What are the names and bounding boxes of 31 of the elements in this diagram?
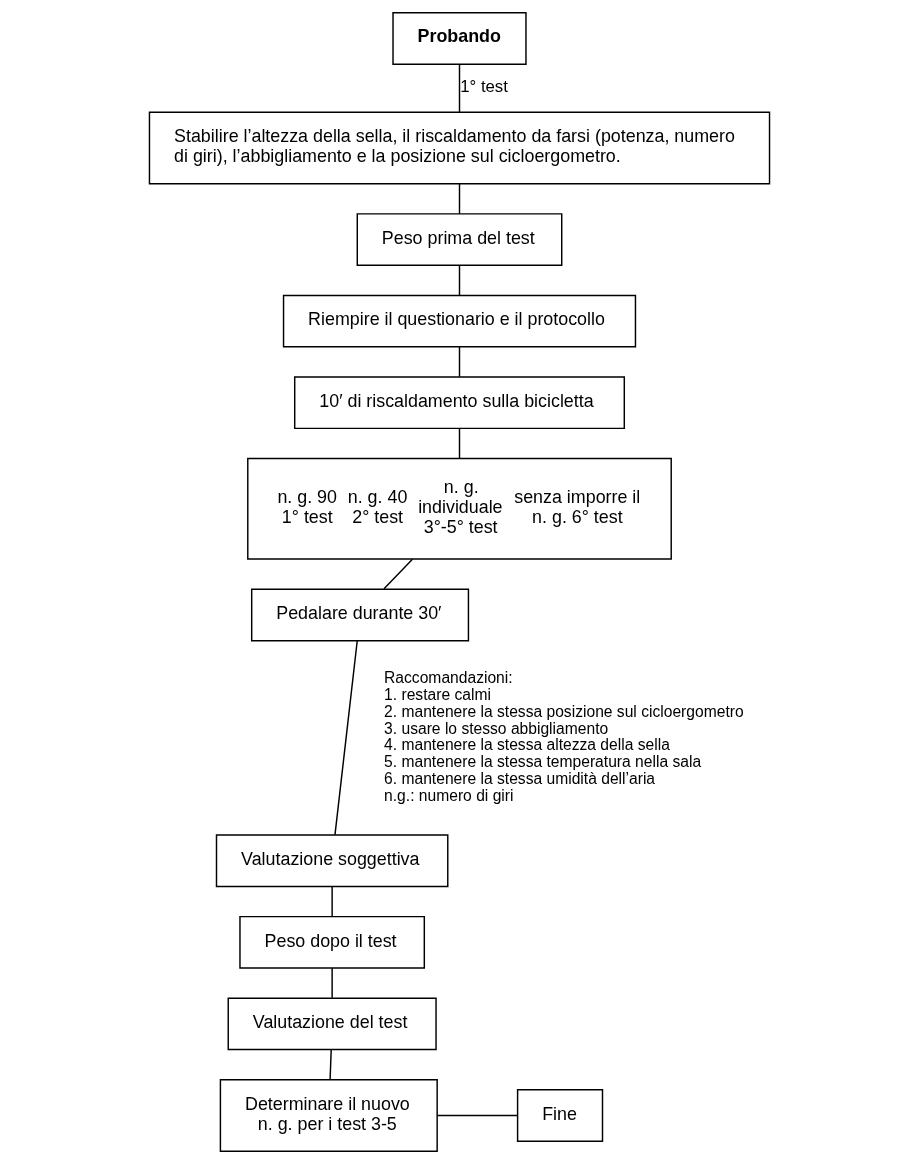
- connector: [383, 558, 414, 590]
- node-box: Pedalare durante 30′: [250, 588, 470, 642]
- label: 2. mantenere la stessa posizione sul cicloergometro: [384, 702, 744, 720]
- node-box: Riempire il questionario e il protocollo: [282, 294, 637, 348]
- label: 6. mantenere la stessa umidità dell’aria: [384, 769, 656, 787]
- label: n.g.: numero di giri: [384, 786, 514, 804]
- edge-label: 1° test: [460, 77, 508, 97]
- connector: [329, 1049, 332, 1081]
- node-box: Determinare il nuovo n. g. per i test 3-5: [219, 1079, 438, 1152]
- node-box: Peso prima del test: [356, 213, 563, 266]
- connector: [436, 1114, 519, 1117]
- label: 3. usare lo stesso abbigliamento: [384, 719, 609, 737]
- node-box: Peso dopo il test: [239, 915, 426, 969]
- node-box: 10′ di riscaldamento sulla bicicletta: [294, 376, 625, 430]
- connector: [458, 264, 461, 296]
- node-box: Valutazione soggettiva: [215, 834, 449, 888]
- connector: [458, 346, 461, 378]
- label: 1. restare calmi: [384, 686, 491, 704]
- label: 4. mantenere la stessa altezza della sella: [384, 736, 670, 754]
- connector: [331, 967, 333, 999]
- node-box: Probando: [392, 12, 527, 65]
- connector: [458, 183, 461, 215]
- label: Raccomandazioni:: [384, 669, 513, 687]
- node-box: Valutazione del test: [227, 997, 437, 1051]
- connector: [331, 885, 333, 917]
- connector: [334, 640, 358, 836]
- node-box: Fine: [516, 1089, 604, 1142]
- connector: [458, 63, 461, 113]
- node-box: Stabilire l’altezza della sella, il riscaldamento da farsi (potenza, numero di giri), l’abbigliamento e la posizione sul cicloergometro.: [148, 111, 771, 185]
- label: 5. mantenere la stessa temperatura nella sala: [384, 753, 702, 771]
- connector: [458, 427, 461, 460]
